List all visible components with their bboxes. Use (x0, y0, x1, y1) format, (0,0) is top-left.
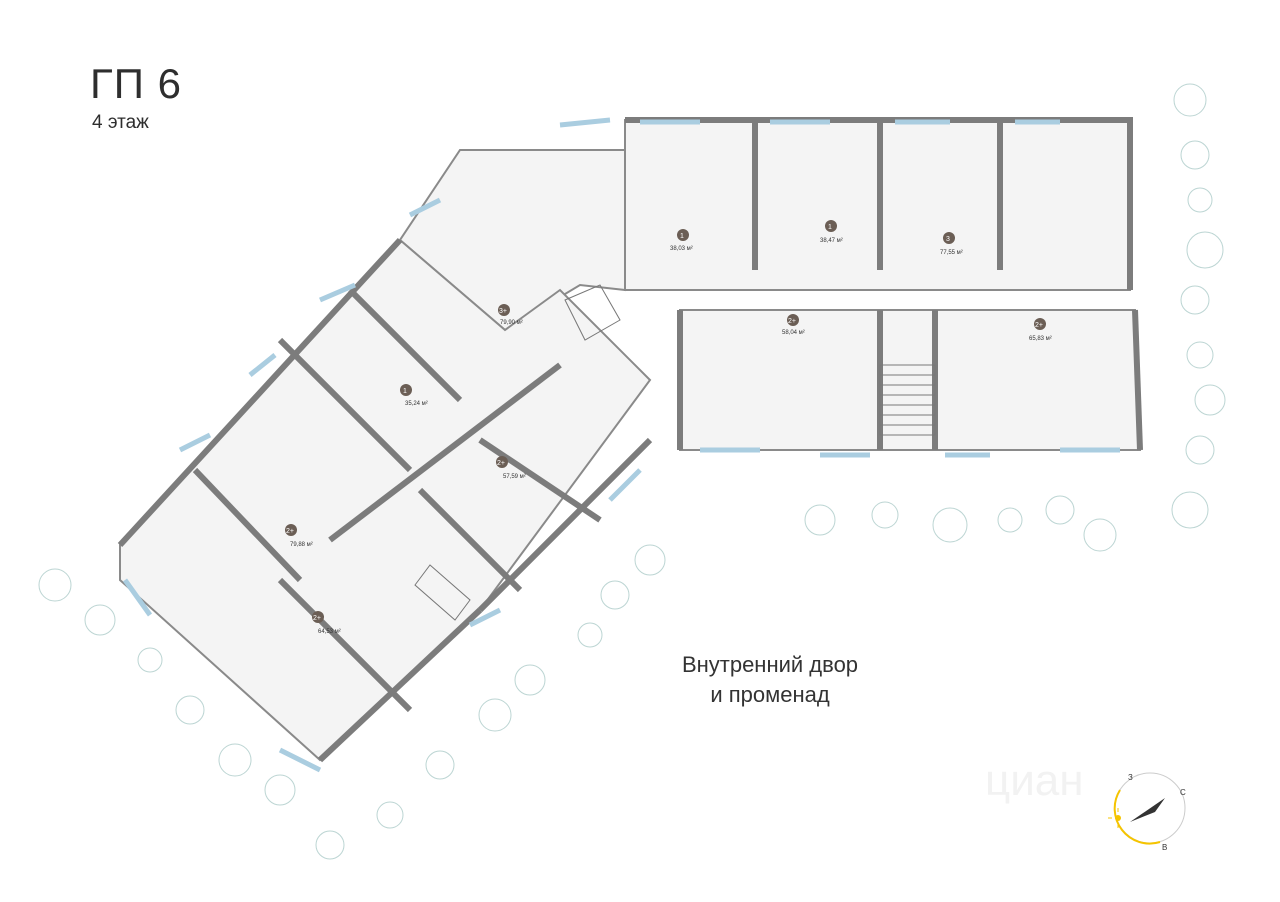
sun-icon (1108, 808, 1121, 828)
building-title: ГП 6 (90, 60, 182, 107)
svg-text:77,55 м²: 77,55 м² (940, 250, 963, 256)
apartment-5[interactable]: 2+ 65,83 м² (1029, 318, 1052, 342)
svg-text:38,47 м²: 38,47 м² (820, 238, 843, 244)
svg-text:38,03 м²: 38,03 м² (670, 246, 693, 252)
svg-text:3+: 3+ (499, 308, 507, 315)
compass: З С В (1108, 772, 1186, 852)
compass-east: В (1162, 843, 1167, 852)
apartment-10[interactable]: 2+ 64,53 м² (312, 611, 341, 635)
windows (122, 117, 1120, 773)
svg-text:57,59 м²: 57,59 м² (503, 474, 526, 480)
svg-text:2+: 2+ (788, 318, 796, 325)
svg-text:35,24 м²: 35,24 м² (405, 401, 428, 407)
courtyard-line-1: Внутренний двор (681, 652, 859, 677)
svg-text:1: 1 (828, 224, 832, 231)
apartment-labels: 1 38,03 м² 1 38,47 м² 3 77,55 м² 2+ 58,0… (285, 220, 1052, 635)
svg-text:2+: 2+ (1035, 322, 1043, 329)
svg-text:58,04 м²: 58,04 м² (782, 330, 805, 336)
svg-text:65,83 м²: 65,83 м² (1029, 336, 1052, 342)
svg-text:64,53 м²: 64,53 м² (318, 629, 341, 635)
apartment-3[interactable]: 3 77,55 м² (940, 232, 963, 256)
apartment-7[interactable]: 1 35,24 м² (400, 384, 428, 407)
floor-label: 4 этаж (92, 112, 149, 133)
watermark: циан (985, 756, 1084, 805)
courtyard-line-2: и променад (710, 682, 830, 707)
svg-text:3: 3 (946, 236, 950, 243)
stairs (414, 284, 936, 621)
svg-text:79,88 м²: 79,88 м² (290, 542, 313, 548)
apartment-4[interactable]: 2+ 58,04 м² (782, 314, 805, 336)
compass-north: С (1180, 788, 1186, 797)
trees (38, 83, 1226, 860)
svg-text:2+: 2+ (497, 460, 505, 467)
compass-needle-icon (1130, 798, 1165, 822)
compass-west: З (1128, 773, 1133, 782)
apartment-1[interactable]: 1 38,03 м² (670, 229, 693, 252)
apartment-2[interactable]: 1 38,47 м² (820, 220, 843, 244)
apartment-8[interactable]: 2+ 57,59 м² (496, 456, 526, 480)
apartment-6[interactable]: 3+ 79,90 м² (498, 304, 523, 326)
walls (117, 117, 1143, 763)
svg-text:2+: 2+ (313, 615, 321, 622)
svg-text:1: 1 (680, 233, 684, 240)
building-slab (119, 119, 1142, 762)
apartment-9[interactable]: 2+ 79,88 м² (285, 524, 313, 548)
svg-text:2+: 2+ (286, 528, 294, 535)
svg-text:79,90 м²: 79,90 м² (500, 320, 523, 326)
courtyard-label: Внутренний двор и променад (640, 650, 900, 710)
svg-text:1: 1 (403, 388, 407, 395)
